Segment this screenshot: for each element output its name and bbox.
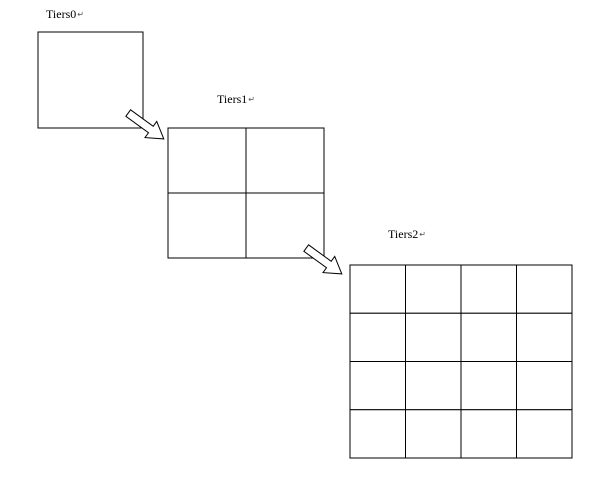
right-arrow-icon	[125, 109, 165, 140]
tier-2-cell	[516, 361, 573, 411]
tier-1-cell	[245, 127, 325, 194]
arrow-tier1-to-tier2	[303, 244, 343, 275]
tier-1-cell	[167, 192, 247, 259]
tier-0: Tiers0↵	[37, 7, 144, 129]
return-mark-icon: ↵	[248, 95, 255, 104]
tier-2-cell	[349, 361, 406, 411]
tier-2-grid	[349, 264, 573, 459]
tier-2: Tiers2↵	[349, 227, 573, 459]
tier-2-cell	[516, 409, 573, 459]
return-mark-icon: ↵	[77, 10, 84, 19]
tier-2-cell	[460, 312, 517, 362]
tier-0-label: Tiers0↵	[46, 7, 84, 21]
tier-2-cell	[516, 312, 573, 362]
tier-1-grid	[167, 127, 325, 259]
tier-2-cell	[405, 312, 462, 362]
tier-2-cell	[460, 264, 517, 314]
tier-1-cell	[167, 127, 247, 194]
tier-2-cell	[460, 361, 517, 411]
tier-2-label: Tiers2↵	[388, 227, 426, 241]
tier-2-cell	[349, 312, 406, 362]
tier-2-cell	[405, 264, 462, 314]
tier-2-cell	[516, 264, 573, 314]
arrow-tier0-to-tier1	[125, 109, 165, 140]
tier-0-grid	[37, 31, 144, 129]
tier-0-cell	[37, 31, 144, 129]
tier-1-label: Tiers1↵	[217, 92, 255, 106]
tier-2-cell	[460, 409, 517, 459]
tier-2-cell	[349, 409, 406, 459]
return-mark-icon: ↵	[419, 230, 426, 239]
tier-2-cell	[349, 264, 406, 314]
tier-1: Tiers1↵	[167, 92, 325, 259]
tier-2-cell	[405, 409, 462, 459]
tier-2-cell	[405, 361, 462, 411]
right-arrow-icon	[303, 244, 343, 275]
